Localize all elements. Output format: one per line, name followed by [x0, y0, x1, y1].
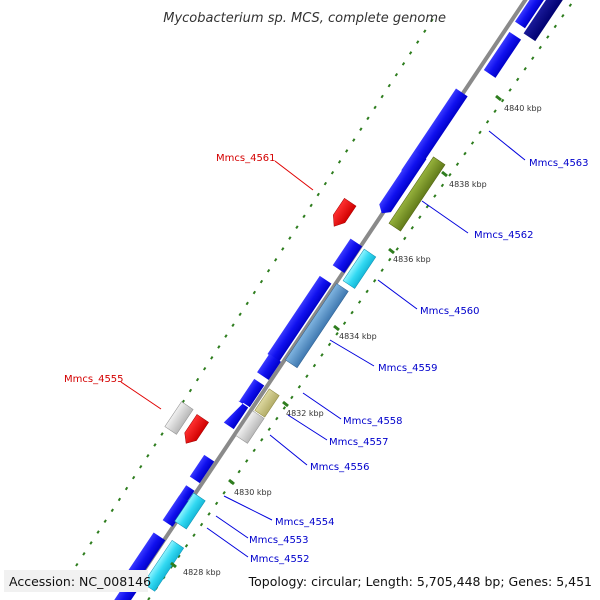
- gene-block-4556[interactable]: [235, 410, 265, 444]
- gene-label-4552[interactable]: Mmcs_4552: [250, 554, 310, 565]
- kbp-label-4838: 4838 kbp: [449, 180, 487, 189]
- gene-block-4553-blue[interactable]: [162, 495, 190, 527]
- gene-block-4555[interactable]: [180, 414, 209, 447]
- gene-block-4559-blue[interactable]: [267, 275, 332, 362]
- gene-block-4562[interactable]: [388, 156, 446, 232]
- gene-label-4561[interactable]: Mmcs_4561: [216, 153, 276, 164]
- gene-block-4563[interactable]: [483, 31, 522, 78]
- kbp-label-4834: 4834 kbp: [339, 332, 377, 341]
- gene-block-4558-blue[interactable]: [257, 353, 281, 381]
- gene-block-4552[interactable]: [142, 539, 185, 592]
- kbp-label-4840: 4840 kbp: [504, 104, 542, 113]
- gene-label-4554[interactable]: Mmcs_4554: [275, 517, 335, 528]
- accession-background: [4, 570, 148, 592]
- kbp-label-4832: 4832 kbp: [286, 409, 324, 418]
- leader-lines-blue: [206, 130, 526, 558]
- map-title: Mycobacterium sp. MCS, complete genome: [163, 11, 446, 26]
- gene-block-4560[interactable]: [342, 248, 377, 289]
- kbp-tick-marks: [170, 94, 502, 569]
- gene-label-4562[interactable]: Mmcs_4562: [474, 230, 534, 241]
- gene-block-4557-blue[interactable]: [239, 378, 265, 408]
- kbp-label-4836: 4836 kbp: [393, 255, 431, 264]
- gene-block-4553[interactable]: [174, 492, 206, 530]
- gene-label-4553[interactable]: Mmcs_4553: [249, 535, 309, 546]
- gene-block-4554-lower[interactable]: [178, 485, 195, 503]
- gene-label-4557[interactable]: Mmcs_4557: [329, 437, 389, 448]
- gene-block-4563-top[interactable]: [523, 0, 567, 42]
- kbp-label-4830: 4830 kbp: [234, 488, 272, 497]
- gene-label-4555[interactable]: Mmcs_4555: [64, 374, 124, 385]
- kbp-label-4828: 4828 kbp: [183, 568, 221, 577]
- gene-label-4559[interactable]: Mmcs_4559: [378, 363, 438, 374]
- gene-label-4558[interactable]: Mmcs_4558: [343, 416, 403, 427]
- dotted-track-outer: [75, 13, 437, 567]
- gene-block-4555-gray[interactable]: [164, 401, 194, 435]
- gene-block-4563-b[interactable]: [515, 0, 545, 29]
- leader-lines-red: [120, 160, 314, 410]
- accession-text: Accession: NC_008146: [9, 574, 151, 589]
- gene-block-4554-upper[interactable]: [189, 454, 215, 484]
- gene-block-4561[interactable]: [328, 197, 357, 230]
- gene-block-4559[interactable]: [285, 283, 349, 369]
- gene-block-4562-blue[interactable]: [376, 151, 427, 217]
- dotted-track-inner: [147, 0, 576, 600]
- gene-block-4556-blue[interactable]: [223, 398, 251, 430]
- gene-block-4558[interactable]: [254, 388, 280, 418]
- gene-label-4563[interactable]: Mmcs_4563: [529, 158, 589, 169]
- gene-label-4560[interactable]: Mmcs_4560: [420, 306, 480, 317]
- gene-block-4560-blue[interactable]: [332, 238, 363, 274]
- genome-summary-text: Topology: circular; Length: 5,705,448 bp…: [248, 574, 592, 589]
- gene-label-4556[interactable]: Mmcs_4556: [310, 462, 370, 473]
